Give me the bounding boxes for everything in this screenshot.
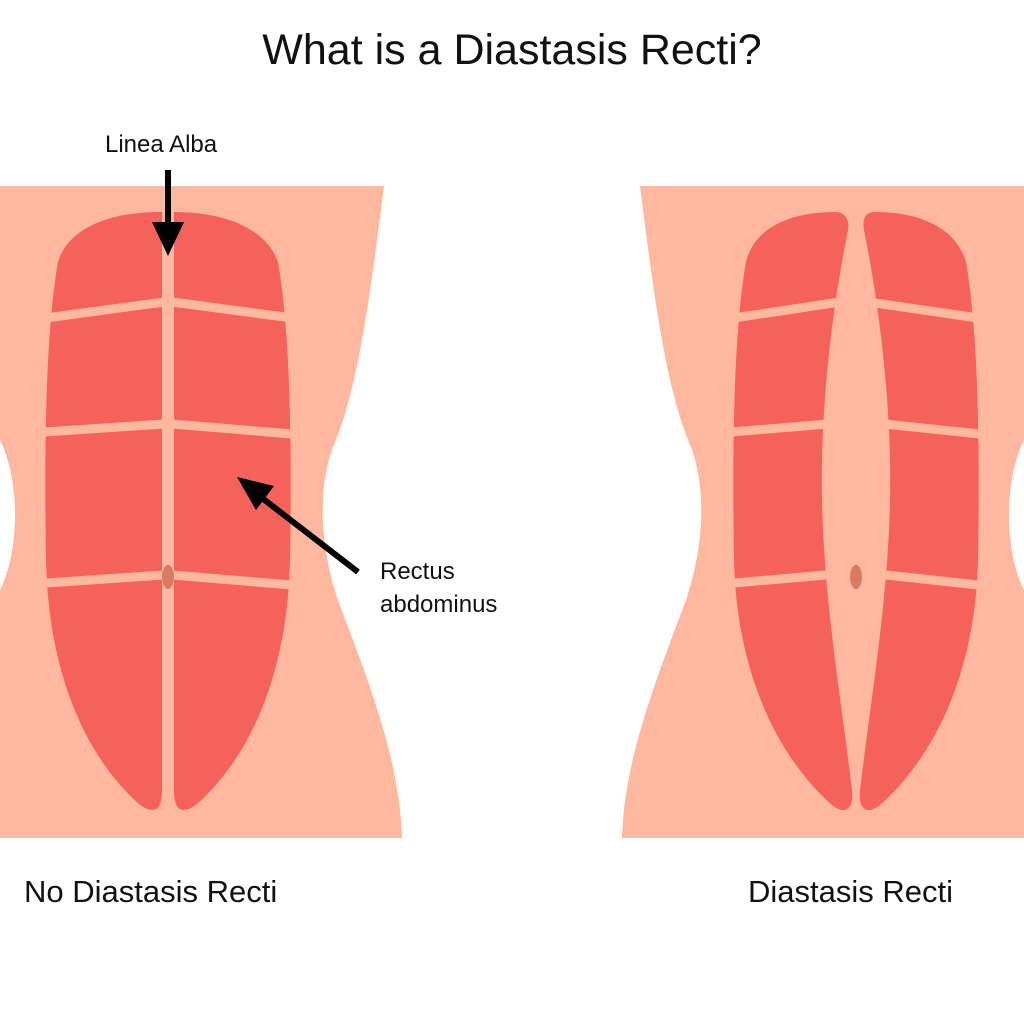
- linea-alba-arrow-head: [152, 222, 184, 256]
- tendinous-band-1: [45, 297, 293, 323]
- navel-right: [850, 565, 862, 589]
- caption-no-diastasis: No Diastasis Recti: [24, 874, 278, 909]
- rectus-muscle-left-half-2: [733, 212, 853, 811]
- tendinous-band-4: [733, 297, 979, 323]
- rectus-label-line-2: abdominus: [380, 591, 498, 618]
- caption-diastasis: Diastasis Recti: [748, 874, 953, 909]
- rectus-label-line-1: Rectus: [380, 558, 455, 585]
- rectus-muscle-right-half-1: [174, 212, 291, 810]
- rectus-muscle-right-half-2: [859, 212, 979, 811]
- rectus-arrow-shaft: [260, 495, 360, 575]
- linea-alba-label: Linea Alba: [105, 131, 218, 158]
- diagram-title: What is a Diastasis Recti?: [262, 26, 762, 74]
- rectus-muscle-left-half-1: [45, 212, 163, 810]
- tendinous-band-6: [733, 570, 979, 590]
- tendinous-band-2: [43, 419, 293, 439]
- rectus-arrow-head: [237, 477, 274, 510]
- navel-left: [162, 565, 174, 589]
- tendinous-band-5: [731, 419, 981, 439]
- rectus-arrow: [237, 477, 360, 575]
- linea-alba-arrow: [152, 170, 184, 256]
- torso-no-diastasis: [0, 186, 402, 838]
- torso-diastasis: [622, 186, 1024, 838]
